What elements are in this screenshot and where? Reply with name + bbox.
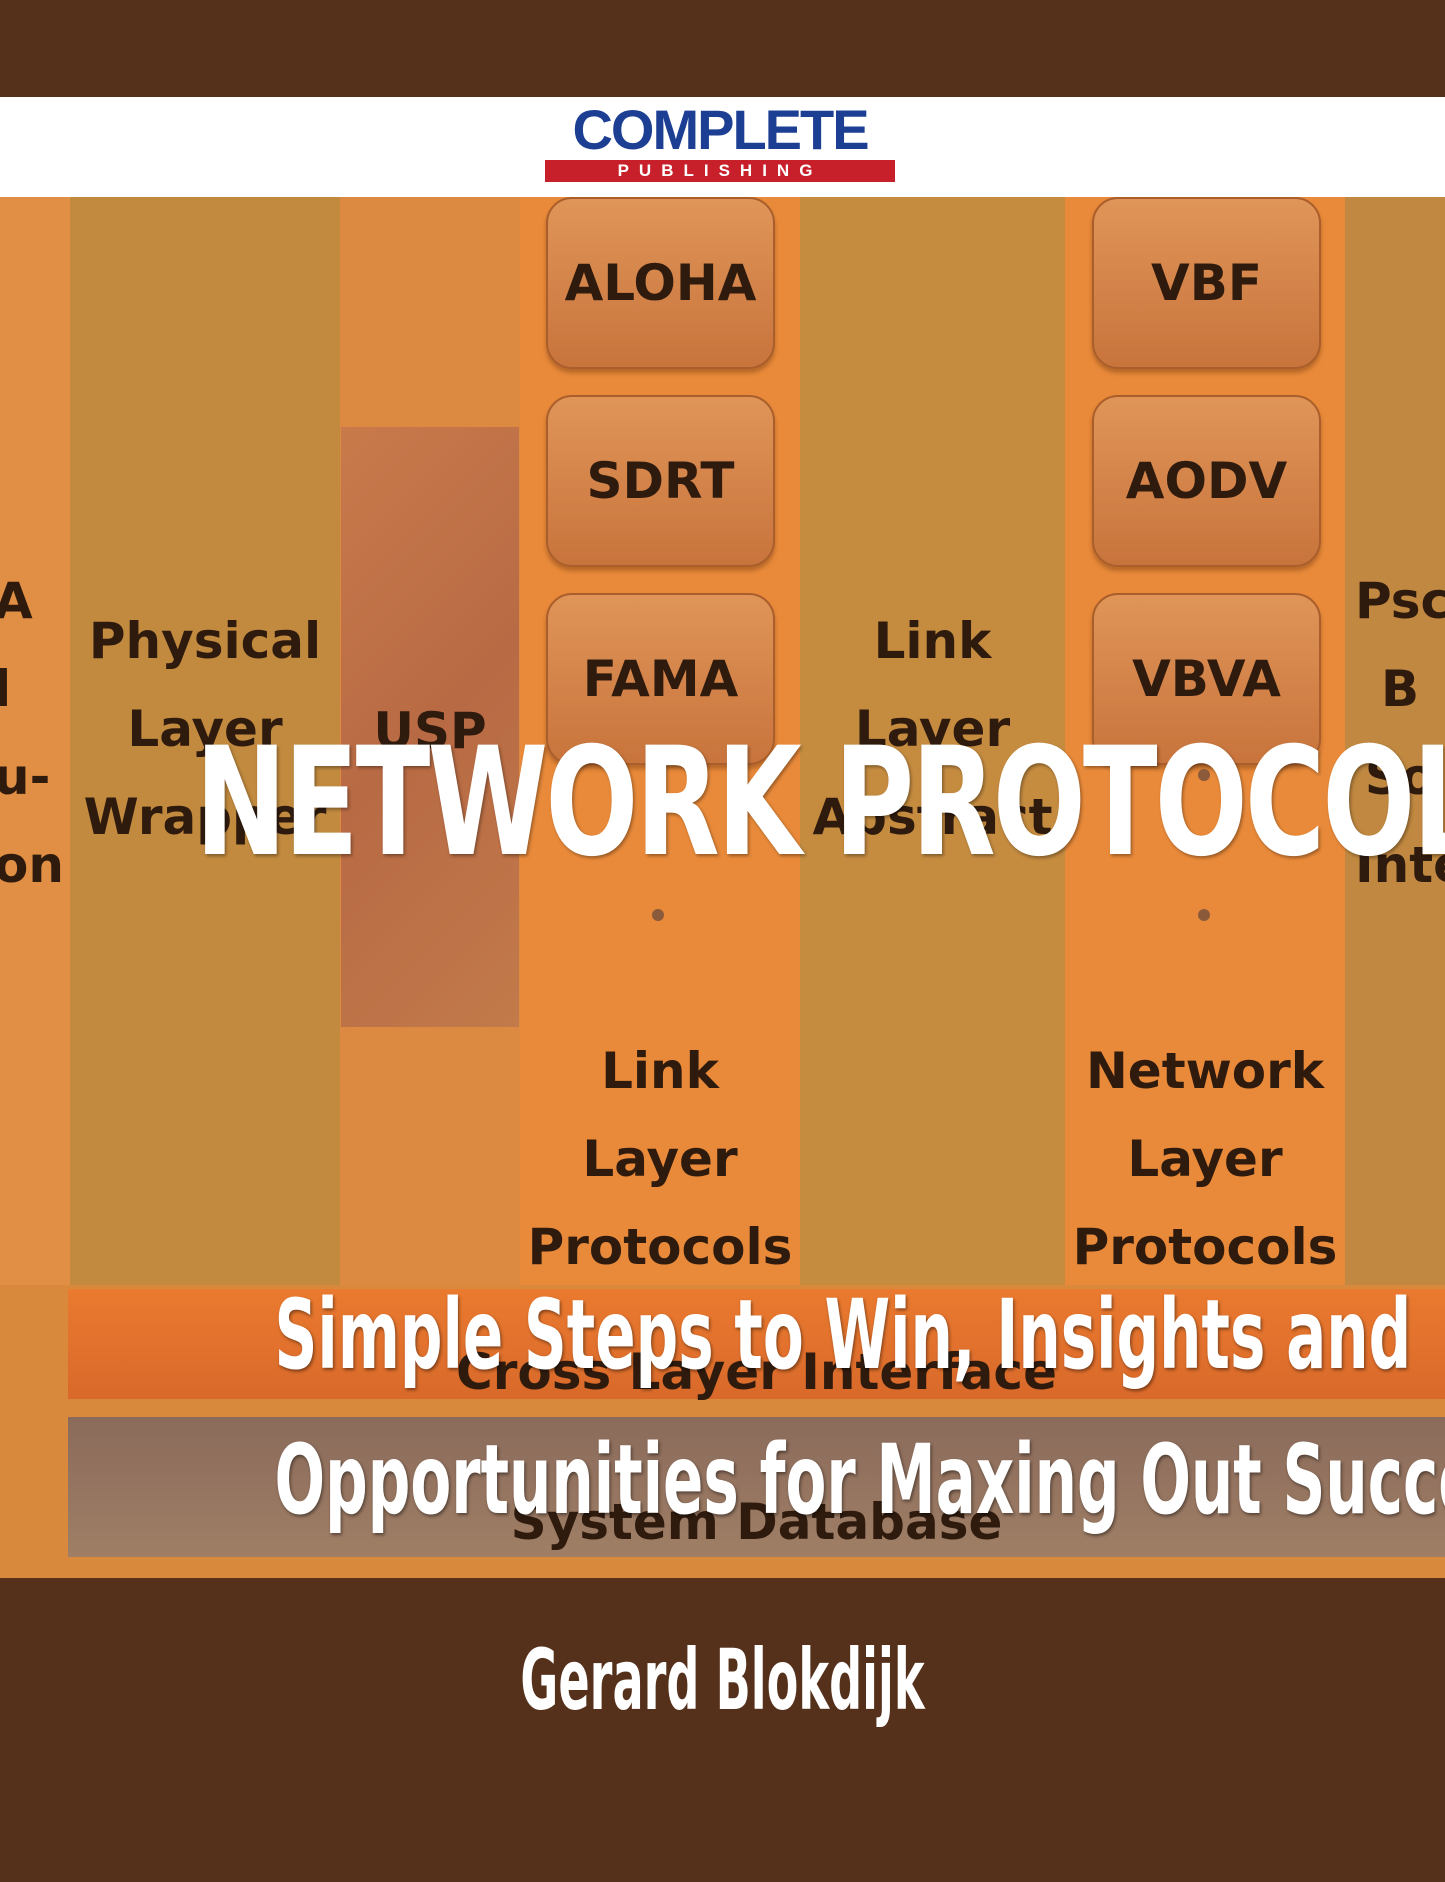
ellipsis-dot	[1198, 769, 1210, 781]
book-title: Network Protocols	[195, 716, 1445, 890]
column-physical-layer	[70, 197, 340, 1285]
aloha-box: ALOHA	[546, 197, 775, 369]
cross-layer-label: Cross Layer Interface	[456, 1343, 1057, 1401]
link-layer-protocols-label: Link Layer Protocols	[527, 1042, 793, 1276]
fama-box: FAMA	[546, 593, 775, 765]
column-link-layer-abstract	[800, 197, 1065, 1285]
usp-box	[341, 427, 519, 1027]
vbf-box: VBF	[1092, 197, 1321, 369]
column-g	[1345, 197, 1445, 1285]
book-subtitle-line1: Simple Steps to Win, Insights and	[274, 1279, 1412, 1391]
publisher-logo-sub: PUBLISHING	[545, 160, 895, 182]
system-database-bar	[68, 1417, 1445, 1557]
ellipsis-dot	[652, 839, 664, 851]
network-layer-protocols-label: Network Layer Protocols	[1072, 1042, 1338, 1276]
right-edge-label: Psc B So Inte	[1355, 572, 1445, 894]
sdrt-box: SDRT	[546, 395, 775, 567]
publisher-logo-main: COMPLETE	[572, 98, 869, 161]
physical-layer-label: Physical Layer Wrapper	[83, 612, 327, 846]
ellipsis-dot	[652, 769, 664, 781]
left-edge-label: A l u- on	[0, 572, 64, 894]
column-a	[0, 197, 70, 1285]
ellipsis-dot	[1198, 909, 1210, 921]
usp-label: USP	[373, 702, 487, 760]
system-database-label: System Database	[510, 1493, 1003, 1551]
background-diagram: ALOHA SDRT FAMA VBF AODV VBVA A l u- on …	[0, 197, 1445, 1578]
aodv-box: AODV	[1092, 395, 1321, 567]
book-author: Gerard Blokdijk	[520, 1631, 925, 1729]
book-subtitle-line2: Opportunities for Maxing Out Success	[274, 1424, 1445, 1536]
top-band	[0, 0, 1445, 97]
bottom-band	[0, 1578, 1445, 1882]
link-layer-abstract-label: Link Layer Abstract	[812, 612, 1053, 846]
vbva-box: VBVA	[1092, 593, 1321, 765]
ellipsis-dot	[1198, 839, 1210, 851]
publisher-logo: COMPLETE PUBLISHING	[545, 100, 895, 186]
ellipsis-dot	[652, 909, 664, 921]
cross-layer-bar	[68, 1289, 1445, 1399]
